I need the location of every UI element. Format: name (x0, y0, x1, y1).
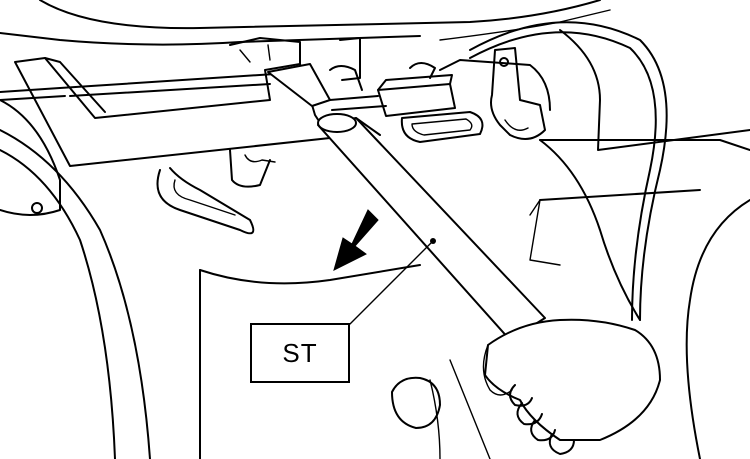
finger-2 (516, 402, 543, 426)
finger-1 (509, 384, 533, 407)
tool-top-rail-lower (69, 83, 271, 97)
center-bracket (339, 37, 361, 81)
tool-lever-end (317, 113, 357, 133)
right-rail (559, 29, 750, 151)
tool-rod-right (329, 95, 387, 111)
left-bracket (229, 149, 271, 188)
left-loop-inner (173, 179, 236, 216)
tool-rod-left-lower (0, 95, 66, 101)
tool-clamp-ring (400, 111, 484, 143)
down-left-arrow-icon (333, 209, 379, 271)
cable-inner (469, 31, 657, 321)
floor-edge (539, 189, 701, 201)
floor-crease (429, 359, 491, 459)
hand-thumb (482, 344, 513, 396)
upper-panel-lip (0, 32, 421, 46)
right-mount-bracket (490, 47, 546, 140)
left-bracket-hook (244, 154, 276, 163)
right-rail-lower (539, 139, 750, 151)
left-fender-inner (0, 149, 116, 459)
tool-slider-box (377, 83, 456, 117)
upper-panel-edge (39, 0, 601, 30)
top-hook-left (329, 65, 363, 91)
tool-callout-label: ST (282, 337, 318, 368)
right-side-panel (439, 59, 551, 111)
upper-bracket-detail (239, 44, 271, 63)
finger-4 (548, 433, 575, 455)
left-fender-crease (0, 99, 61, 216)
tool-lever-bar (317, 117, 546, 341)
top-hook-right (409, 62, 436, 79)
right-body-panel (685, 199, 750, 459)
floor-hole (391, 376, 441, 429)
cable-outer (469, 21, 668, 321)
wire-bundle (539, 139, 641, 321)
leader-line (349, 240, 434, 325)
tool-callout-box: ST (250, 323, 350, 383)
inner-panel-top (199, 264, 421, 285)
tool-slider-top (377, 74, 453, 91)
tool-clamp-ring-inner (411, 118, 473, 136)
left-fender-outer (0, 129, 151, 459)
tool-rod-left (0, 87, 61, 93)
fender-hole (31, 202, 43, 214)
tool-lever-edge (355, 117, 381, 136)
left-loop-bracket (156, 167, 255, 235)
hand-outline (484, 318, 661, 441)
tool-top-rail (59, 73, 276, 89)
floor-step (529, 199, 561, 266)
upper-crease (439, 9, 611, 41)
right-mount-hook (504, 119, 529, 131)
